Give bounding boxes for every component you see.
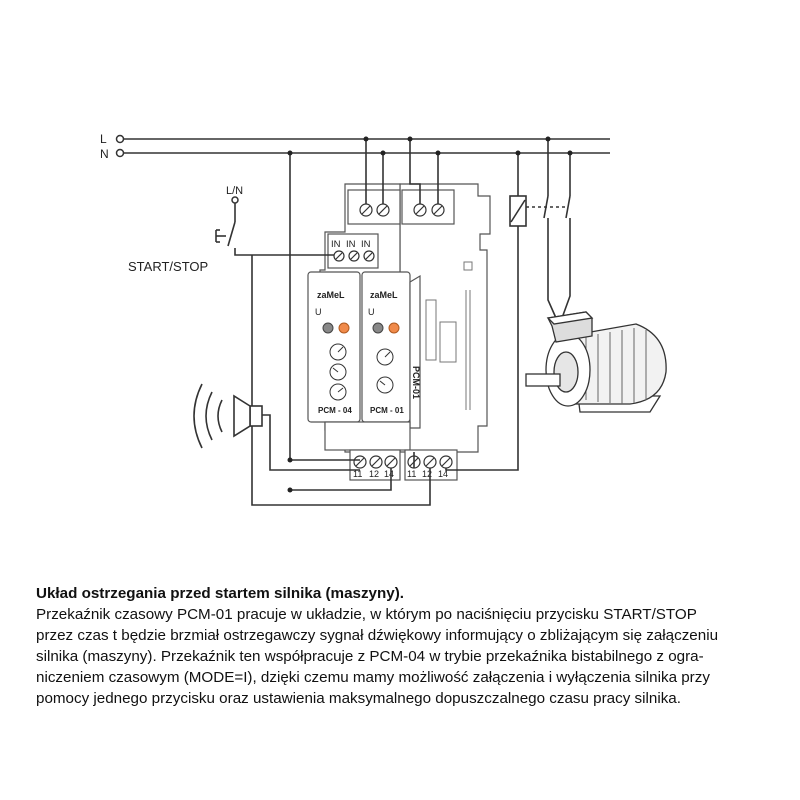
- relay-right-knobs: [376, 348, 394, 394]
- wiring-diagram: PCM-01 zaMeL U PCM - 04 zaMeL U PCM - 01…: [100, 132, 667, 506]
- start-stop-label: START/STOP: [128, 259, 208, 274]
- buzzer-icon: [193, 383, 263, 449]
- side-model-text: PCM-01: [411, 366, 421, 399]
- relay-right-u-label: U: [368, 307, 375, 317]
- terminal-right-11: 11: [407, 469, 416, 479]
- terminal-left-14: 14: [384, 469, 394, 479]
- start-stop-button-icon: [215, 221, 236, 247]
- bus-terminals: [115, 134, 239, 204]
- switch-supply-label: L/N: [226, 185, 243, 197]
- contactor-icon: [509, 195, 571, 227]
- bus-label-l: L: [100, 132, 107, 146]
- relay-left-led-relay: [338, 322, 350, 334]
- relay-right-led-relay: [388, 322, 400, 334]
- terminal-left-11: 11: [353, 469, 362, 479]
- caption-line: niczeniem czasowym (MODE=I), dzięki czem…: [36, 669, 710, 686]
- caption-title: Układ ostrzegania przed startem silnika …: [36, 585, 405, 602]
- relay-right-model: PCM - 01: [370, 406, 404, 415]
- din-housings: [307, 183, 491, 481]
- caption-line: Przekaźnik czasowy PCM-01 pracuje w ukła…: [36, 606, 697, 623]
- terminal-right-12: 12: [422, 469, 432, 479]
- relay-right-led-u: [372, 322, 384, 334]
- relay-left-brand: zaMeL: [317, 290, 345, 300]
- junction-dots: [287, 136, 573, 493]
- bus-label-n: N: [100, 147, 109, 161]
- relay-left-knobs: [329, 343, 347, 401]
- caption-line: przez czas t będzie brzmiał ostrzegawczy…: [36, 627, 719, 644]
- side-panel-details: [425, 261, 473, 410]
- caption: Układ ostrzegania przed startem silnika …: [36, 583, 771, 709]
- caption-line: silnika (maszyny). Przekaźnik ten współp…: [36, 648, 704, 665]
- relay-left-led-u: [322, 322, 334, 334]
- terminal-right-14: 14: [438, 469, 448, 479]
- relay-right-brand: zaMeL: [370, 290, 398, 300]
- motor-icon: [525, 311, 667, 413]
- caption-line: pomocy jednego przycisku oraz ustawienia…: [36, 690, 681, 707]
- terminal-left-12: 12: [369, 469, 379, 479]
- relay-left-model: PCM - 04: [318, 406, 352, 415]
- in-label-2: IN: [346, 239, 356, 250]
- in-label-1: IN: [331, 239, 341, 250]
- relay-left-u-label: U: [315, 307, 322, 317]
- in-label-3: IN: [361, 239, 371, 250]
